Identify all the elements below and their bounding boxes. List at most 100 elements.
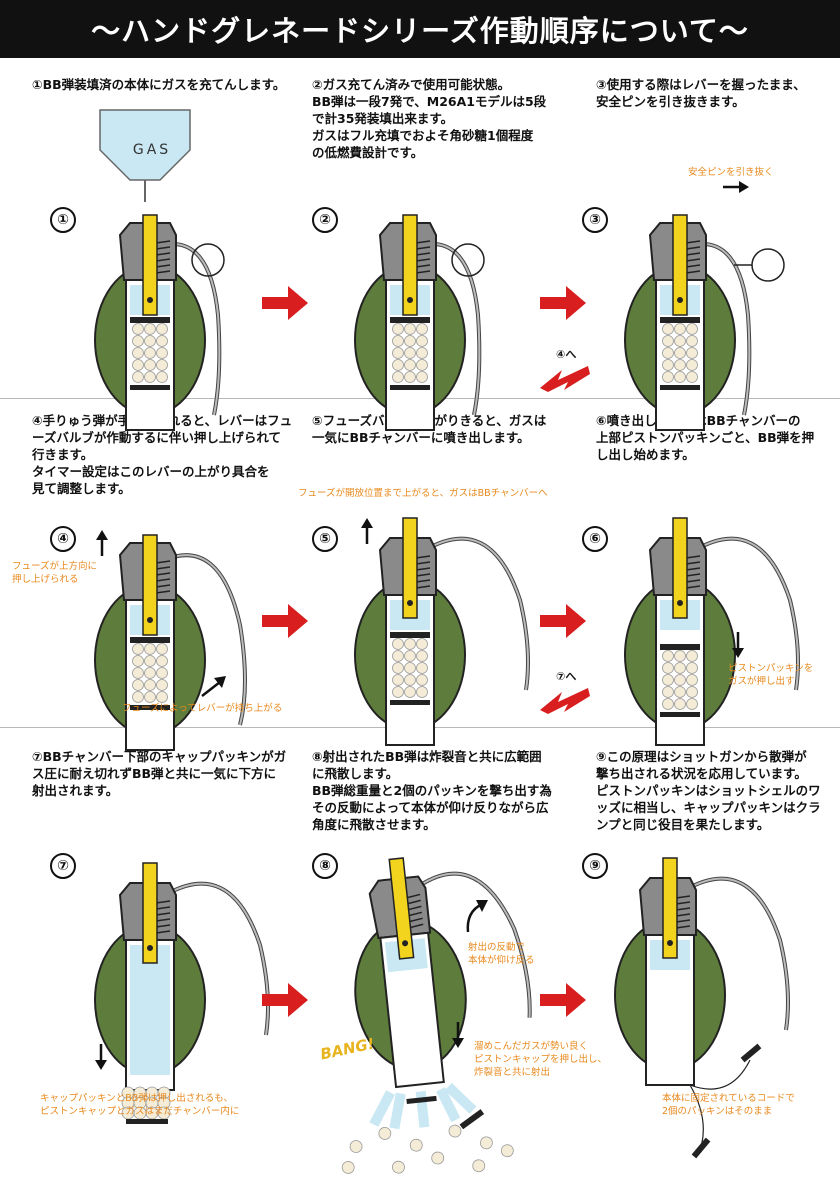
bb-pellet: [144, 359, 156, 371]
bb-pellet: [144, 335, 156, 347]
bb-pellet: [686, 698, 698, 710]
lever-highlight: [421, 537, 529, 691]
fuse-dot: [407, 600, 413, 606]
bb-pellet: [404, 323, 416, 335]
red-arrow-right-6: [540, 983, 586, 1017]
bb-pellet: [662, 686, 674, 698]
grenade-9: [614, 857, 790, 1159]
bb-pellet: [500, 1144, 514, 1158]
spring-coil: [675, 925, 691, 929]
step-2-number: ②: [312, 207, 338, 233]
bb-pellet: [392, 638, 404, 650]
grenade-body-group: [354, 517, 530, 746]
bb-pellet: [674, 347, 686, 359]
bb-pellet: [674, 662, 686, 674]
bb-pellet: [132, 371, 144, 383]
spring-coil: [155, 246, 171, 250]
fuse-up-arrow-4: [96, 530, 108, 556]
spring-coil: [685, 258, 701, 262]
fuse-valve: [142, 862, 158, 964]
spring-coil: [155, 572, 171, 576]
bb-pellet: [674, 674, 686, 686]
spring-coil: [155, 240, 171, 244]
red-arrow-right-5: [262, 983, 308, 1017]
lever-highlight: [691, 242, 751, 416]
spring-coil: [155, 900, 171, 904]
bb-pellet: [662, 698, 674, 710]
red-arrow-right-2: [540, 286, 586, 320]
bb-pellet: [156, 679, 168, 691]
bb-pellet: [409, 1138, 423, 1152]
bb-pellet: [349, 1140, 363, 1153]
fuse-valve: [672, 517, 688, 619]
pin-ring: [451, 243, 485, 277]
spring-coil: [685, 264, 701, 268]
bb-pellet: [674, 335, 686, 347]
step-8-number: ⑧: [312, 853, 338, 879]
bb-pellet: [392, 650, 404, 662]
piston-packing: [660, 644, 700, 650]
fuse-dot: [147, 617, 153, 623]
bb-pellet: [662, 347, 674, 359]
bb-pellet: [378, 1127, 392, 1140]
valve-open-note: フューズが開放位置まで上がると、ガスはBBチャンバーへ: [298, 488, 548, 499]
gas-down-arrow-8: [452, 1022, 464, 1048]
bb-pellet: [144, 655, 156, 667]
bb-pellet: [431, 1151, 445, 1165]
spring-coil: [685, 240, 701, 244]
grenade-2: [354, 214, 485, 431]
bb-pellet: [686, 323, 698, 335]
bb-pellet: [448, 1124, 462, 1138]
bb-pellet: [686, 686, 698, 698]
step-1-number: ①: [50, 207, 76, 233]
bb-pellet: [686, 662, 698, 674]
cap-packing: [390, 700, 430, 705]
spring-coil: [415, 579, 431, 583]
bb-pellet: [144, 371, 156, 383]
lever-highlight: [161, 554, 246, 726]
bb-pellet: [404, 686, 416, 698]
bb-pellet: [686, 347, 698, 359]
bb-pellet: [132, 323, 144, 335]
cap-packing: [130, 385, 170, 390]
grenade-6: [624, 517, 800, 746]
spring-coil: [155, 566, 171, 570]
fuse-valve: [142, 214, 158, 316]
spring-coil: [415, 264, 431, 268]
cap-packing: [691, 1137, 711, 1159]
spring-coil: [685, 561, 701, 565]
bb-pellet: [416, 371, 428, 383]
bb-pellet: [132, 667, 144, 679]
fuse-dot: [407, 297, 413, 303]
step-7-number: ⑦: [50, 853, 76, 879]
bb-pellet: [404, 638, 416, 650]
bb-pellet: [392, 347, 404, 359]
red-arrow-right-1: [262, 286, 308, 320]
piston-packing: [390, 317, 430, 323]
bb-pellet: [686, 650, 698, 662]
lever-highlight: [691, 537, 799, 691]
bb-pellet: [674, 323, 686, 335]
spring-coil: [155, 578, 171, 582]
spring-coil: [409, 923, 424, 929]
spring-coil: [408, 911, 423, 917]
spring-coil: [675, 901, 691, 905]
step-6-text: ⑥噴き出したガスはBBチャンバーの 上部ピストンパッキンごと、BB弾を押 し出し…: [596, 413, 815, 462]
bb-pellet: [416, 674, 428, 686]
bb-pellet: [416, 686, 428, 698]
grenade-5: [354, 517, 530, 746]
pin-ring: [751, 248, 785, 282]
step-1-text: ①BB弾装填済の本体にガスを充てんします。: [32, 77, 286, 92]
gas-label: GAS: [132, 142, 172, 158]
fuse-valve: [402, 517, 418, 619]
gas-burst: [369, 1082, 477, 1130]
red-arrow-diagonal-to-7: [540, 688, 590, 714]
fuse-dot: [677, 297, 683, 303]
fuse-dot: [402, 940, 409, 947]
grenade-body-group: [624, 214, 785, 431]
bb-pellet: [392, 662, 404, 674]
bb-pellet: [479, 1136, 493, 1150]
bb-pellet: [472, 1159, 486, 1173]
bb-pellet: [662, 662, 674, 674]
page-title: 〜ハンドグレネードシリーズ作動順序について〜: [0, 0, 840, 58]
